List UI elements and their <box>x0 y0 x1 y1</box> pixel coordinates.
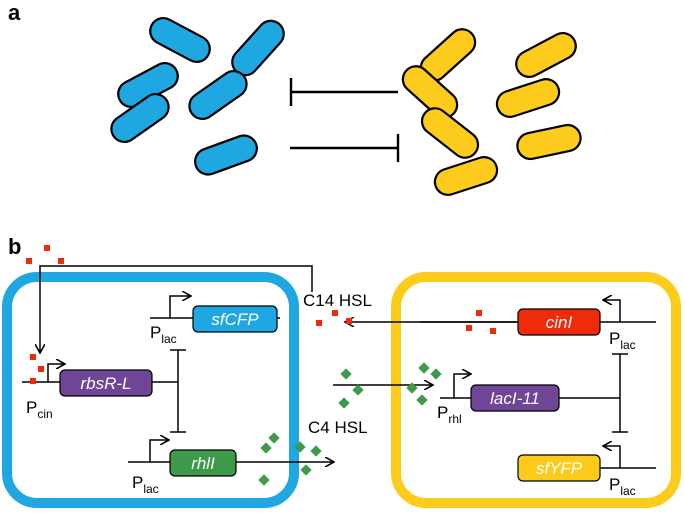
blue-cell-population <box>110 16 285 176</box>
c14-molecule <box>30 354 36 360</box>
prhl-arrow <box>453 374 470 398</box>
sfyfp-gene <box>517 454 601 482</box>
laci-gene <box>470 384 560 412</box>
c4-molecule <box>416 394 428 406</box>
c14-molecule <box>58 258 64 264</box>
plac-arrow-rhli <box>149 440 168 462</box>
c4-molecule <box>430 368 442 380</box>
blue-cell <box>149 16 211 64</box>
c4-molecule <box>310 445 322 457</box>
rbsr-label: rbsR-L <box>80 374 131 393</box>
rbsr-repression-arrow <box>170 349 186 433</box>
yellow-cell <box>516 123 582 161</box>
rhli-gene <box>169 449 237 477</box>
c4-molecule <box>340 368 352 380</box>
c14-molecule <box>346 318 352 324</box>
blue-cell <box>110 93 170 143</box>
c4-molecule <box>338 397 350 409</box>
yellow-cell-population <box>401 28 582 196</box>
promoter-pcin: Pcin <box>26 398 53 421</box>
sfcfp-label: sfCFP <box>211 310 259 329</box>
c4-molecule <box>268 432 280 444</box>
c14-molecule <box>38 366 44 372</box>
c14-molecule <box>44 245 50 251</box>
c14-molecule <box>476 310 482 316</box>
panel-a-letter: a <box>8 0 21 25</box>
yellow-cell-box <box>391 272 681 508</box>
blue-represses-yellow-arrow <box>290 134 400 162</box>
c14-hsl-label: C14 HSL <box>303 291 372 310</box>
plac-arrow-sfcfp <box>169 296 190 318</box>
promoter-prhl: Prhl <box>437 403 462 426</box>
yellow-cell-circuit <box>333 300 656 469</box>
sfyfp-label: sfYFP <box>536 459 583 478</box>
yellow-cell <box>515 31 577 79</box>
c4-molecule <box>258 474 270 486</box>
c14-molecule <box>30 378 36 384</box>
c14-input-line <box>40 265 313 352</box>
rbsr-gene <box>59 369 153 397</box>
plac-arrow-cini <box>604 300 621 322</box>
c14-molecule <box>316 320 322 326</box>
laci-repression-arrow <box>612 353 628 433</box>
blue-cell-box <box>2 272 299 508</box>
c14-molecule <box>466 325 472 331</box>
mutual-repression-arrows <box>289 78 400 162</box>
panel-b-letter: b <box>8 234 21 259</box>
c4-molecule <box>352 384 364 396</box>
cini-label: cinI <box>546 313 573 332</box>
promoter-plac-sfcfp: Plac <box>150 323 177 346</box>
yellow-cell <box>401 65 459 119</box>
blue-cell <box>194 134 258 176</box>
yellow-cell <box>433 156 499 196</box>
promoter-plac-sfyfp: Plac <box>609 475 636 498</box>
c14-molecule <box>26 258 32 264</box>
yellow-represses-blue-arrow <box>289 78 398 106</box>
c4-hsl-label: C4 HSL <box>308 418 368 437</box>
yellow-cell <box>420 107 480 159</box>
c4-molecule <box>406 382 418 394</box>
c14-molecule <box>332 310 338 316</box>
laci-label: lacI-11 <box>490 389 540 408</box>
c4-molecule <box>418 362 430 374</box>
c14-molecule <box>490 328 496 334</box>
yellow-cell <box>495 78 561 118</box>
c14-hsl-molecules <box>26 245 496 384</box>
cini-gene <box>517 308 601 336</box>
promoter-plac-cini: Plac <box>609 329 636 352</box>
sfcfp-gene <box>192 305 278 333</box>
promoter-plac-rhli: Plac <box>132 473 159 496</box>
c4-molecule <box>300 464 312 476</box>
c4-molecule <box>260 442 272 454</box>
rhli-label: rhlI <box>191 454 215 473</box>
blue-cell <box>188 70 248 120</box>
pcin-arrow <box>47 364 64 382</box>
plac-arrow-sfyfp <box>604 446 621 468</box>
